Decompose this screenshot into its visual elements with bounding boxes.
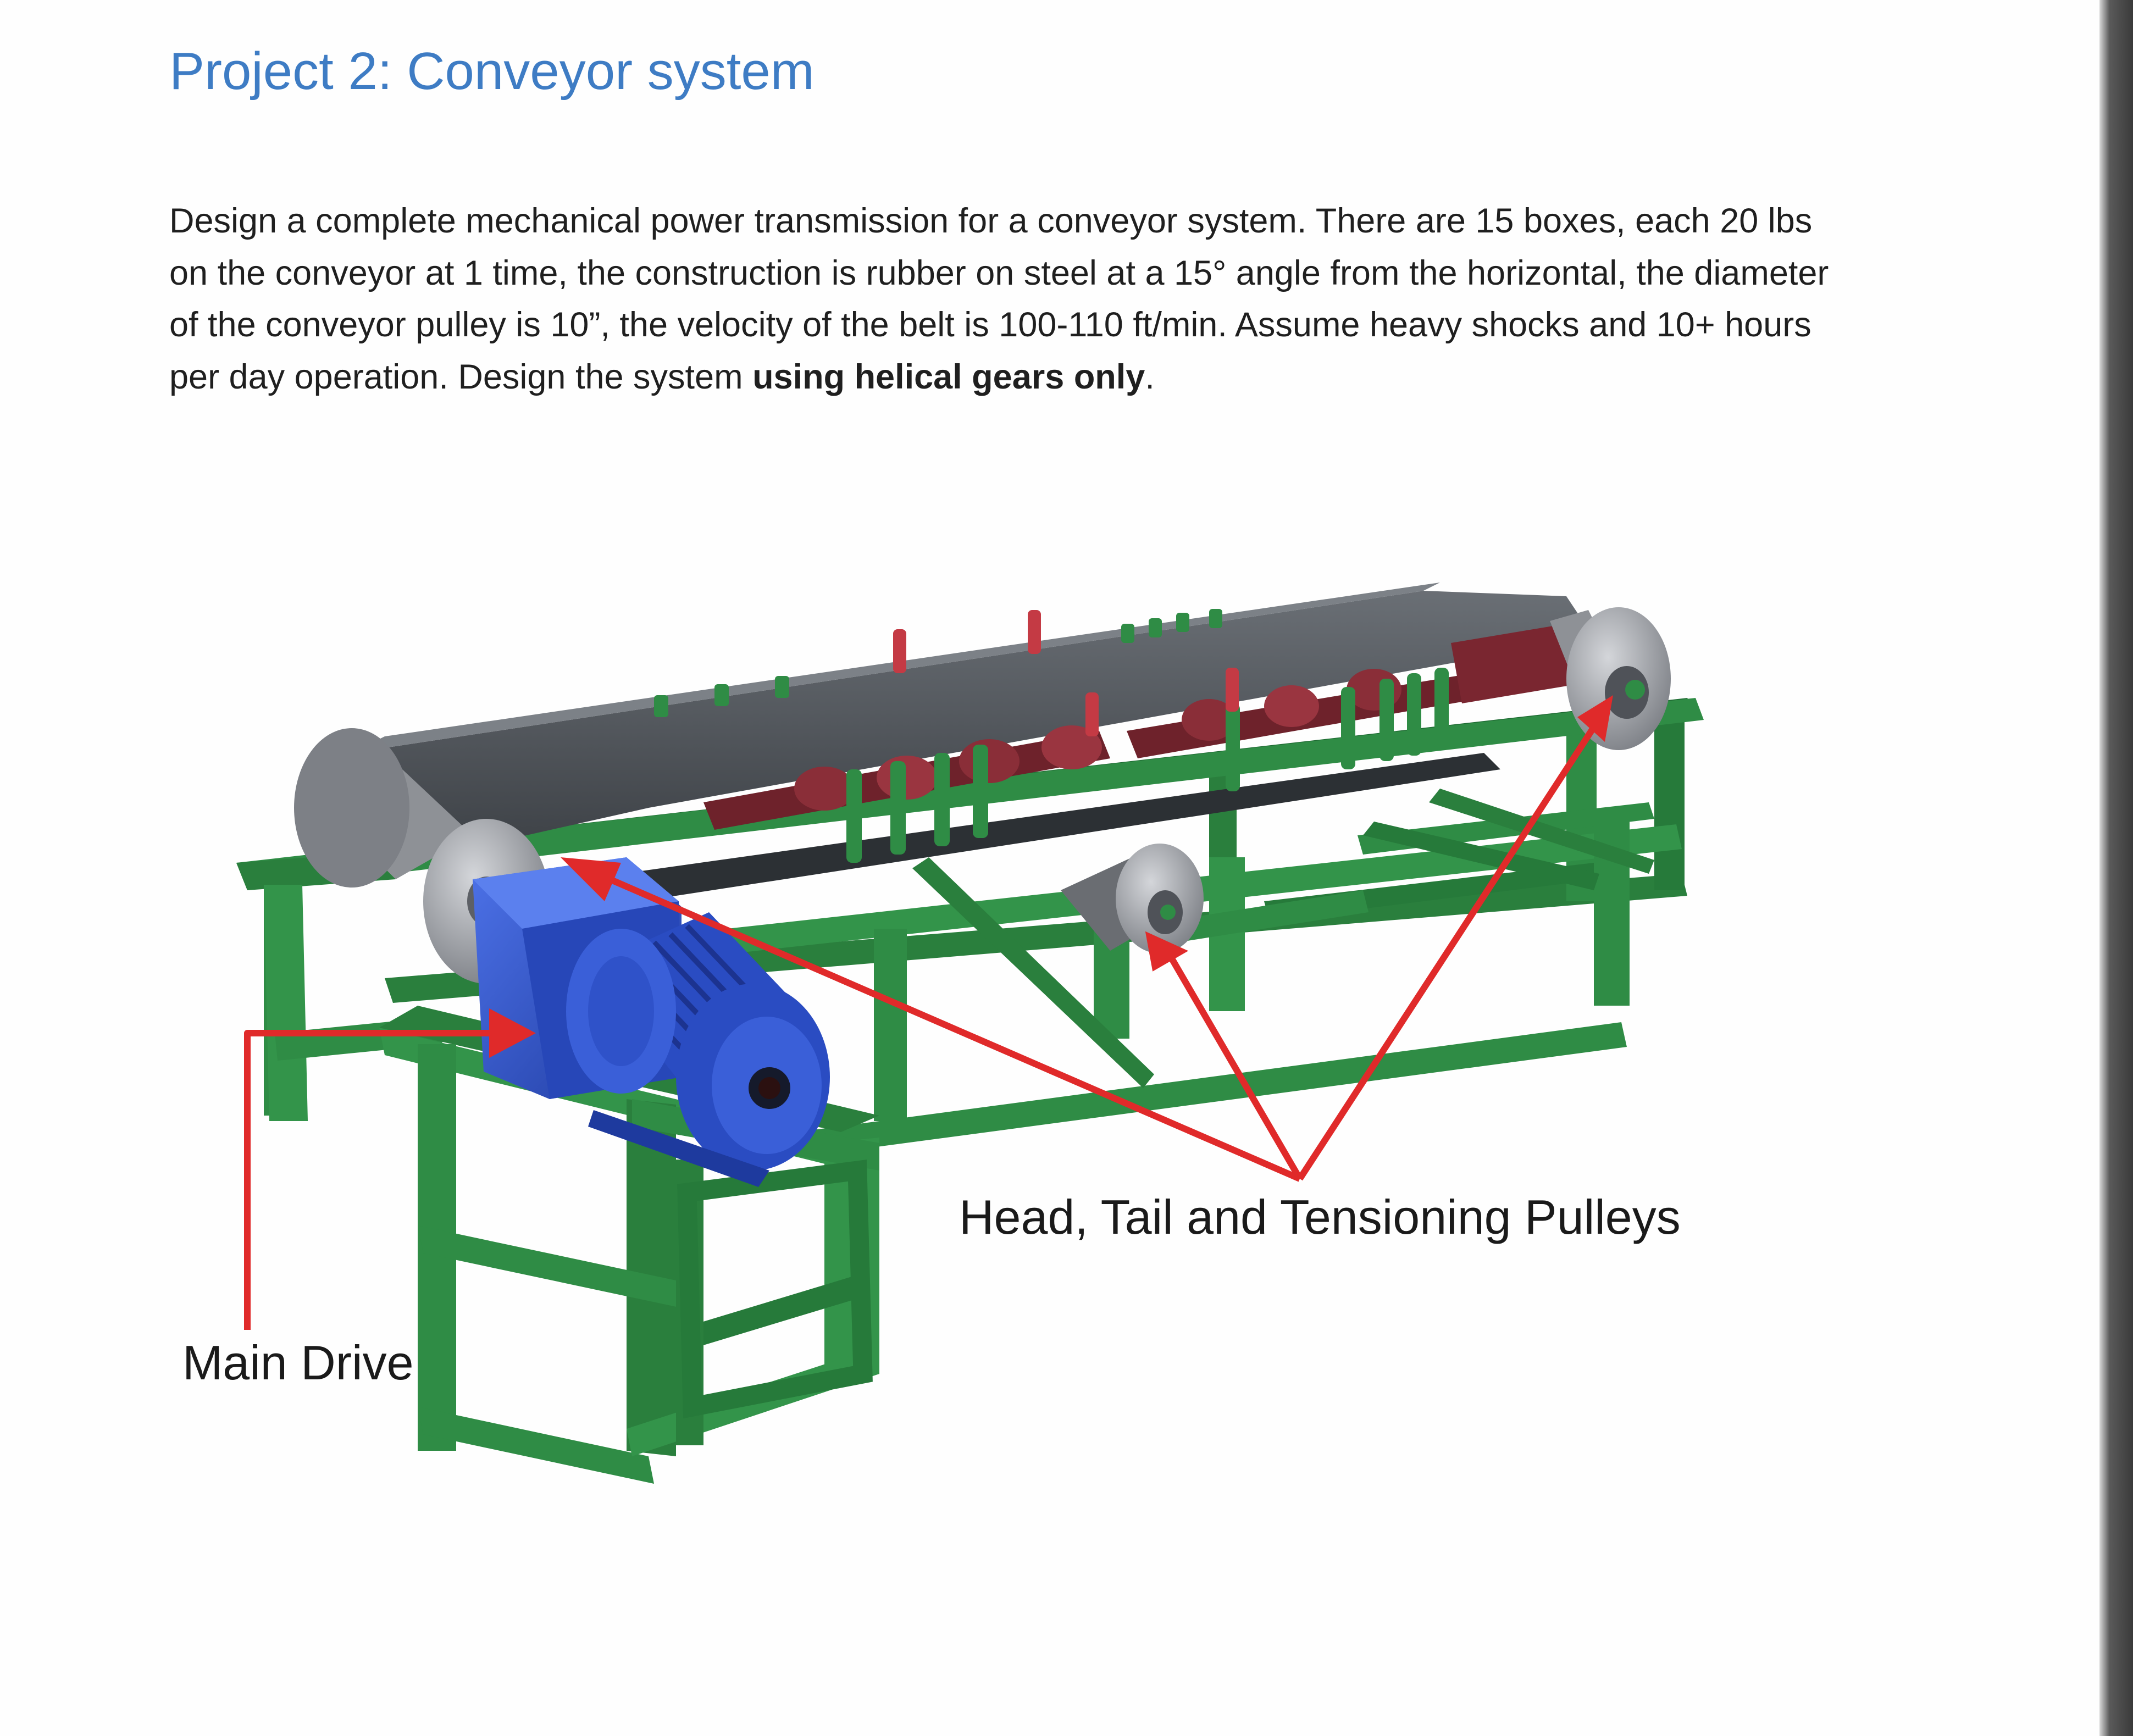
arrow-to-tensioning-pulley bbox=[1159, 940, 1303, 1181]
arrow-to-head-pulley bbox=[589, 868, 1301, 1182]
idler-rollers bbox=[654, 609, 1594, 863]
window-scrollbar[interactable] bbox=[2099, 0, 2133, 1736]
arrow-to-main-drive bbox=[244, 1030, 511, 1330]
description-end: . bbox=[1145, 357, 1155, 396]
tensioning-pulley bbox=[1061, 844, 1204, 953]
arrow-to-tail-pulley bbox=[1297, 712, 1605, 1181]
annotation-arrows bbox=[244, 712, 1605, 1330]
arrowhead-icon bbox=[1577, 695, 1613, 742]
emphasis-only: only bbox=[1073, 357, 1145, 396]
label-pulleys: Head, Tail and Tensioning Pulleys bbox=[959, 1190, 1681, 1244]
emphasis-helical-gears: using helical gears bbox=[752, 357, 1065, 396]
main-drive-motor bbox=[473, 857, 830, 1187]
arrowhead-icon bbox=[561, 857, 621, 901]
description-text: Design a complete mechanical power trans… bbox=[169, 202, 1829, 396]
project-description: Design a complete mechanical power trans… bbox=[169, 195, 1846, 403]
page-title: Project 2: Conveyor system bbox=[169, 42, 815, 101]
arrowhead-icon bbox=[489, 1008, 536, 1058]
label-main-drive: Main Drive bbox=[182, 1335, 414, 1390]
arrow-heads bbox=[489, 695, 1613, 1058]
arrowhead-icon bbox=[1145, 931, 1189, 972]
